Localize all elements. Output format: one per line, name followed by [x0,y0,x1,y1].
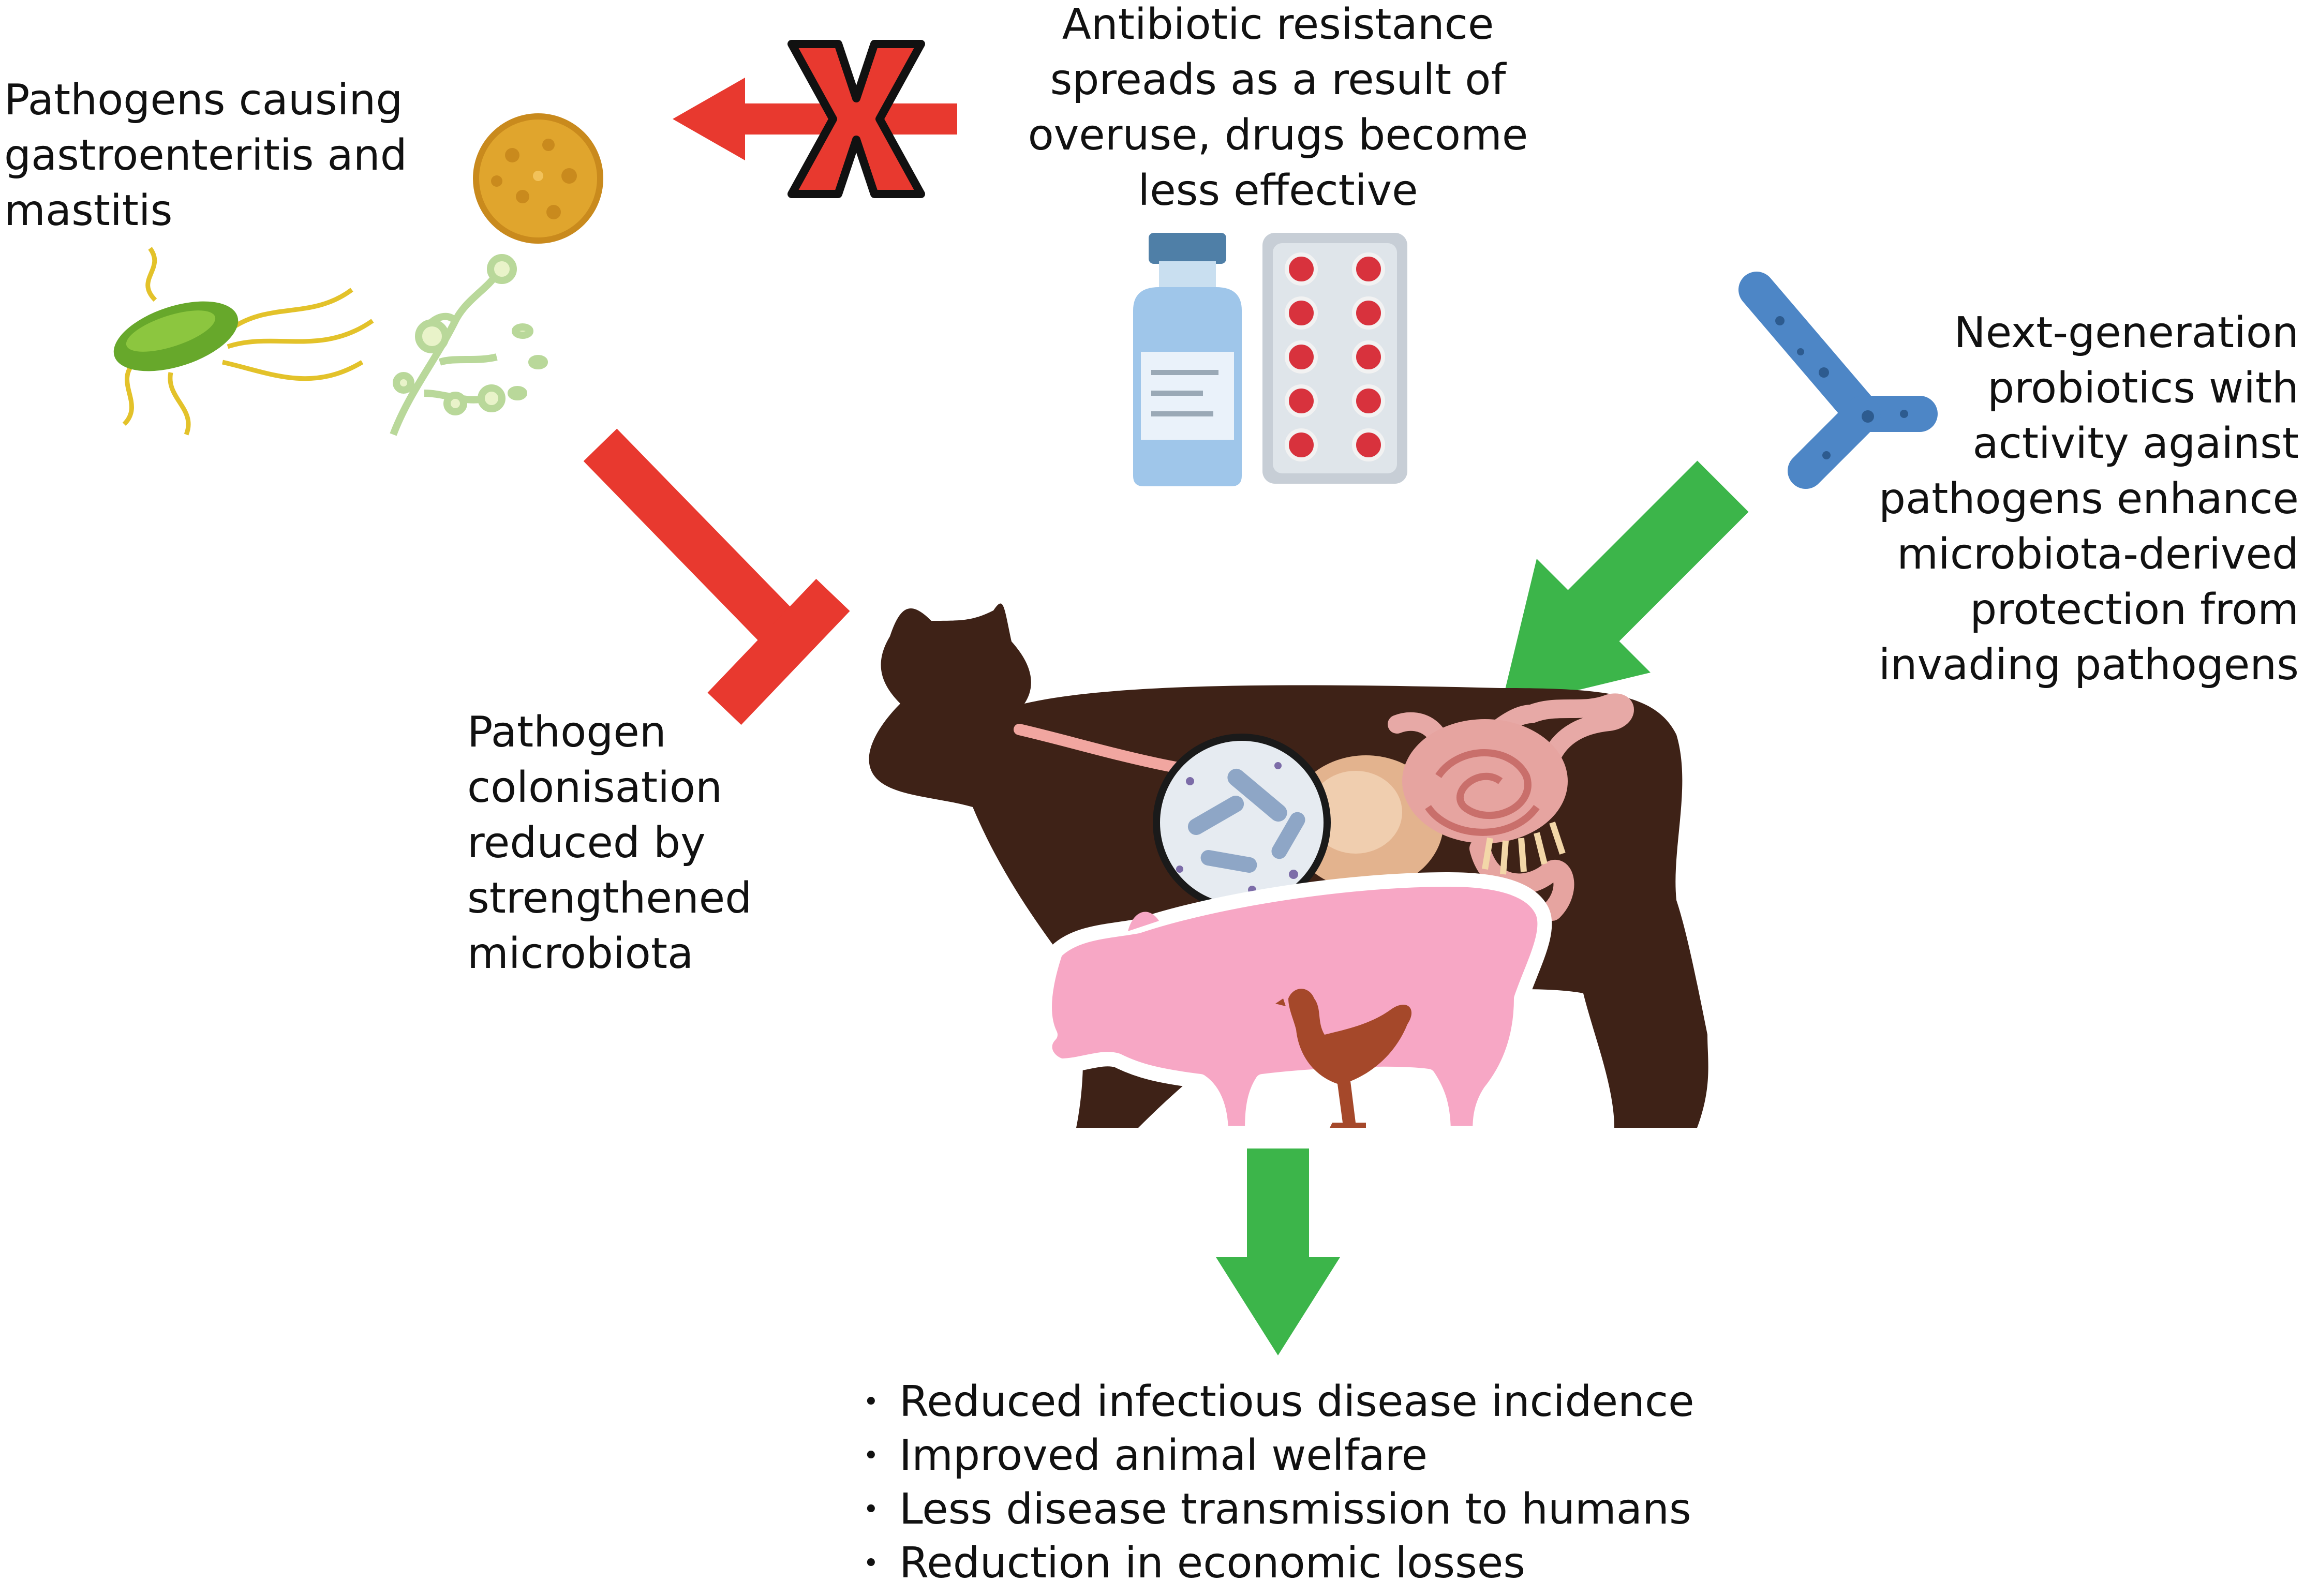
antibiotic-label-line: overuse, drugs become [1028,111,1528,160]
colonisation-label-line: microbiota [467,929,694,978]
pathogens-label-line: gastroenteritis and [4,131,407,180]
bacterium-icon [113,247,374,436]
outcome-item: Less disease transmission to humans [863,1483,1694,1537]
probiotics-label: Next-generation probiotics with activity… [1879,305,2299,693]
colonisation-label-line: colonisation [467,763,723,812]
pathogens-label: Pathogens causing gastroenteritis and ma… [4,72,407,238]
colonisation-label-line: Pathogen [467,708,666,757]
probiotics-label-line: activity against [1972,419,2299,468]
pathogens-label-line: mastitis [4,186,173,235]
antibiotic-label-line: Antibiotic resistance [1062,0,1494,49]
cross-x-icon [787,40,925,198]
antibiotic-label-line: less effective [1138,166,1418,215]
chicken-icon [1275,989,1412,1128]
colonisation-label-line: strengthened [467,874,752,923]
colonisation-label-line: reduced by [467,818,706,868]
probiotics-label-line: Next-generation [1954,308,2299,357]
mold-icon [390,254,548,436]
inhibition-bar [583,428,850,725]
microbiota-magnifier-icon [1153,734,1331,912]
spore-icon [473,113,603,244]
antibiotic-label-line: spreads as a result of [1050,55,1506,105]
probiotics-label-line: probiotics with [1987,364,2299,413]
probiotics-label-line: invading pathogens [1878,640,2299,690]
colonisation-label: Pathogen colonisation reduced by strengt… [467,705,752,981]
pathogens-label-line: Pathogens causing [4,76,403,125]
outcome-item: Reduction in economic losses [863,1537,1694,1590]
probiotic-spots [1775,316,1908,459]
antibiotic-resistance-label: Antibiotic resistance spreads as a resul… [983,0,1573,218]
intestine-icon [1388,693,1634,921]
probiotics-label-line: pathogens enhance [1879,474,2299,524]
outcomes-list: Reduced infectious disease incidence Imp… [863,1375,1694,1590]
outcome-item: Reduced infectious disease incidence [863,1375,1694,1429]
probiotics-label-line: microbiota-derived [1897,530,2299,579]
medicine-bottle-icon [1133,233,1242,486]
outcome-arrow [1216,1148,1340,1355]
pill-blister-icon [1262,233,1407,484]
probiotics-label-line: protection from [1970,585,2299,634]
probiotic-arrow [1500,460,1749,709]
outcome-item: Improved animal welfare [863,1429,1694,1483]
